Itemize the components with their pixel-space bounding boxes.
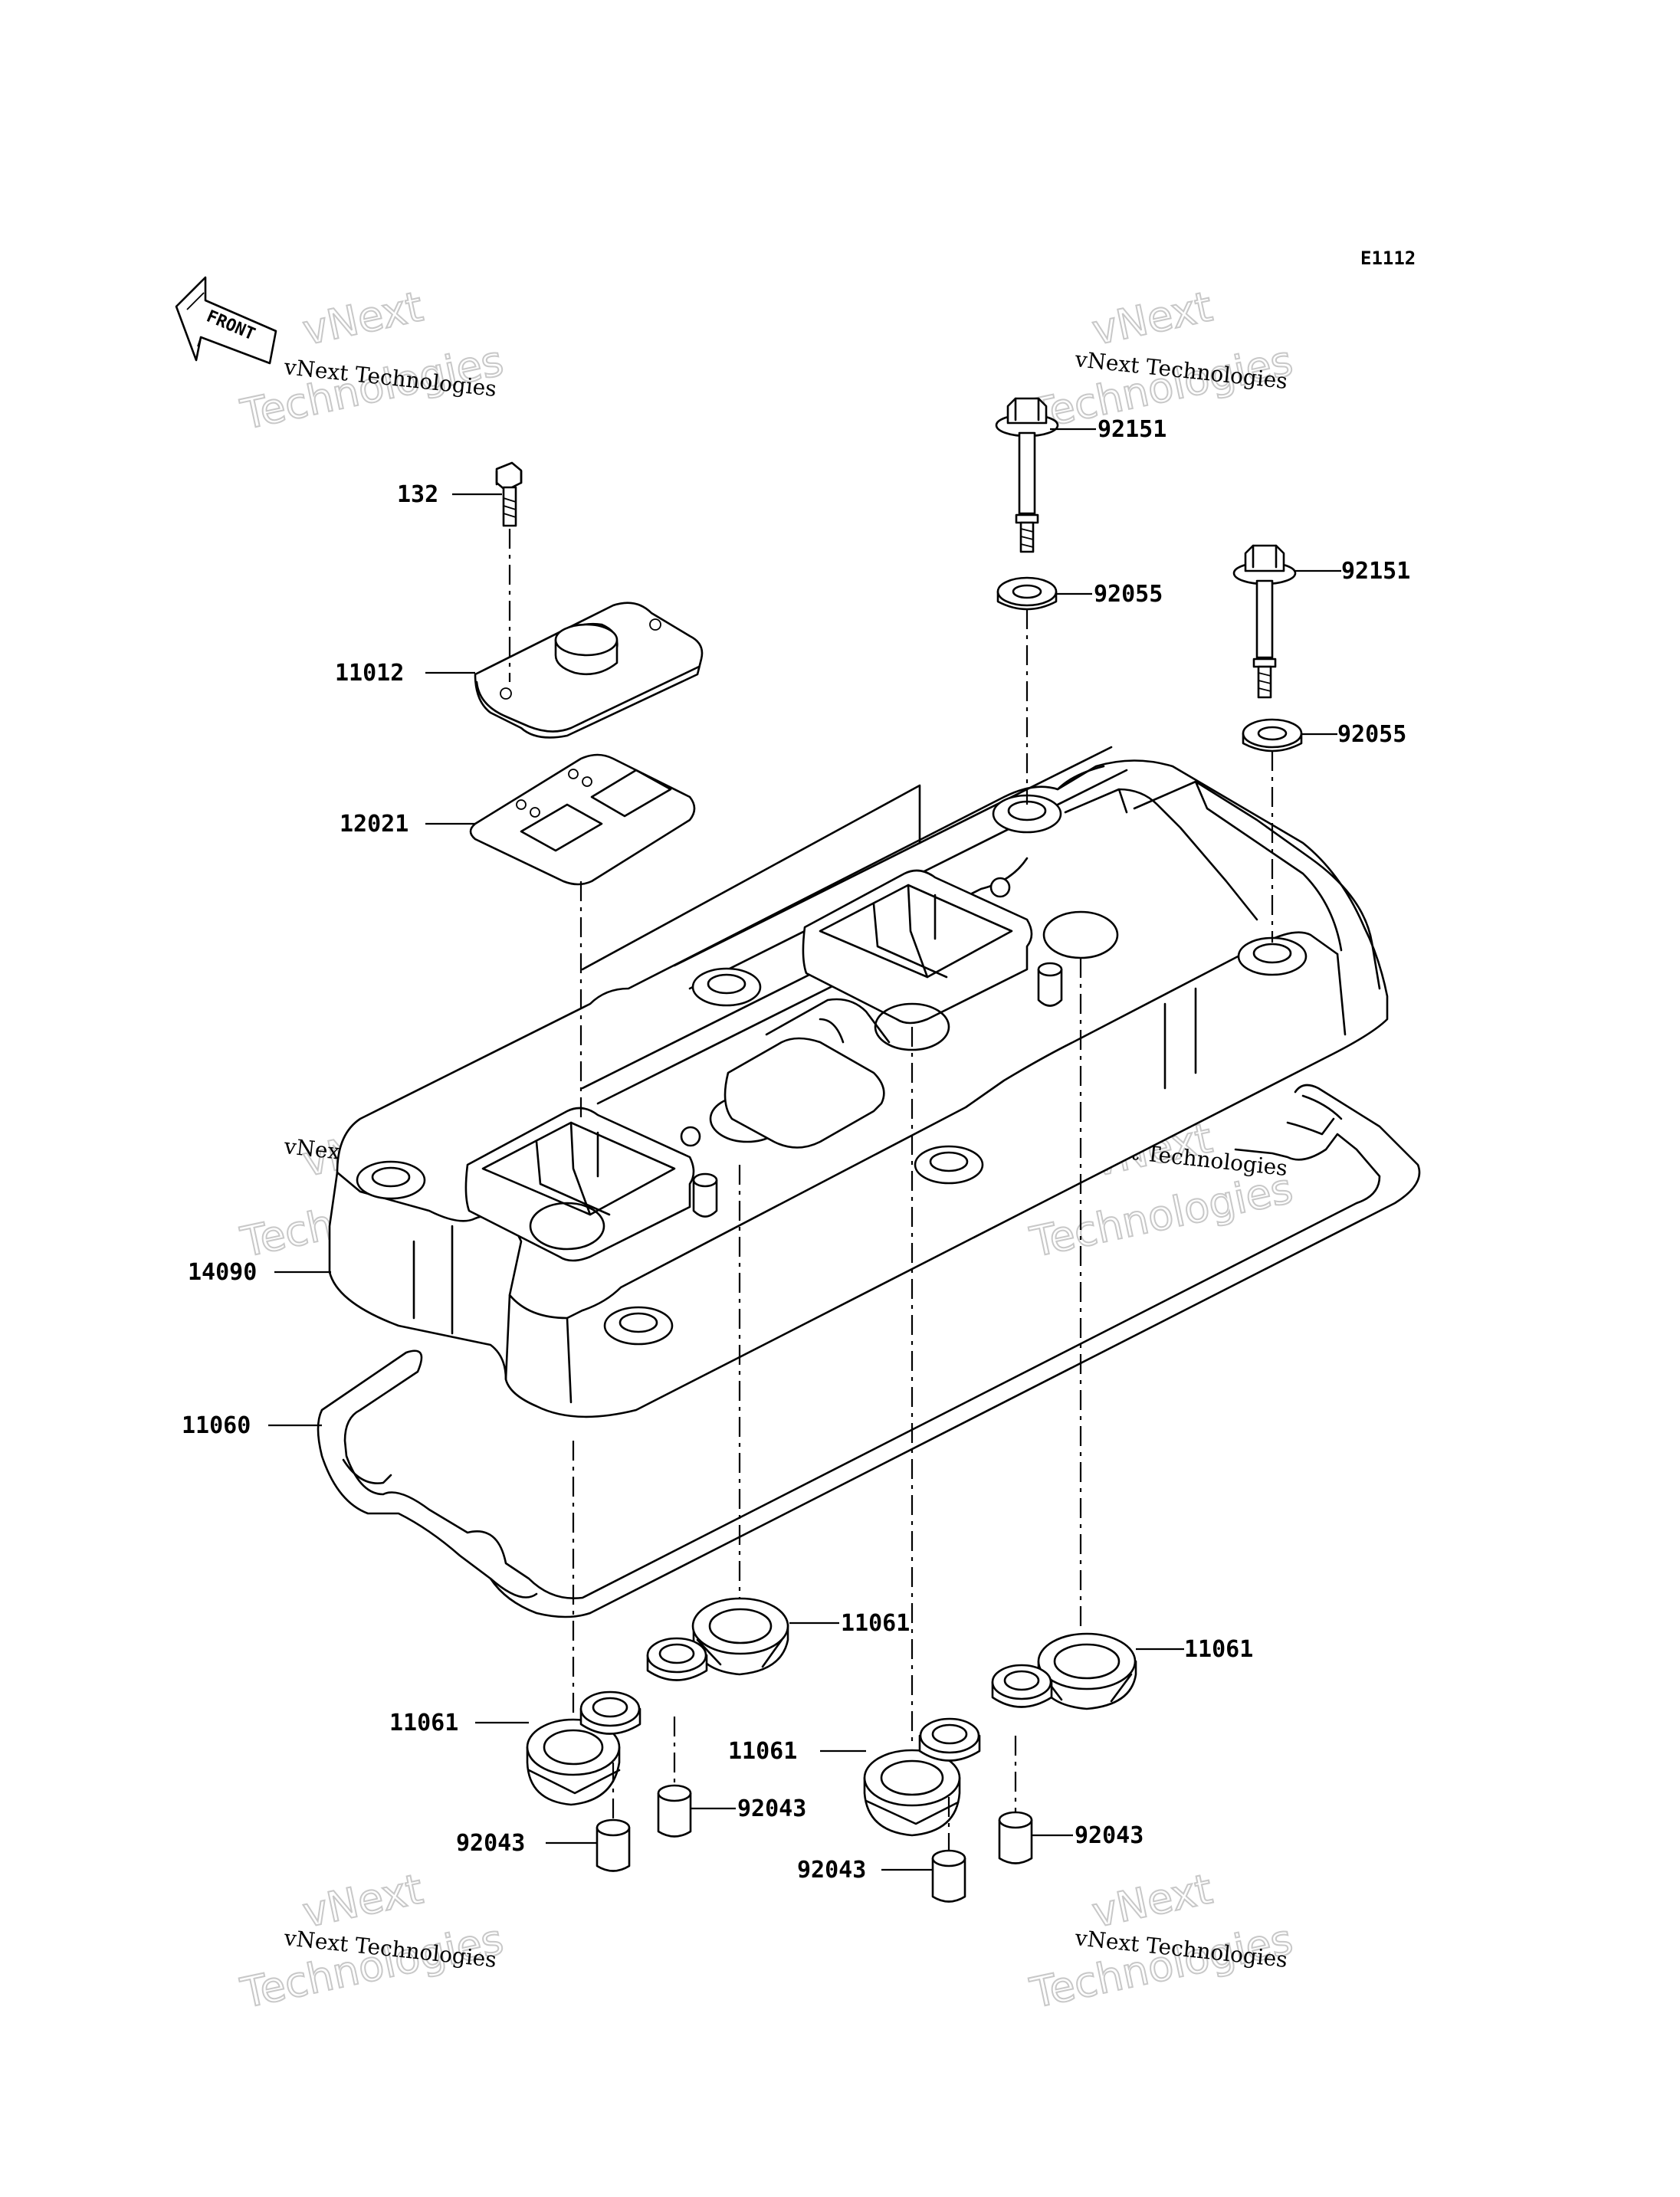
label-132: 132 xyxy=(397,481,438,508)
label-12021: 12021 xyxy=(340,811,409,838)
seal-ring-a xyxy=(579,1690,641,1735)
label-92055-b: 92055 xyxy=(1337,721,1406,748)
label-92151-a: 92151 xyxy=(1098,416,1166,443)
collar-92043-b xyxy=(657,1784,692,1838)
label-11061-a: 11061 xyxy=(389,1710,458,1736)
seal-ring-d xyxy=(991,1664,1053,1708)
gasket-11061-c xyxy=(863,1749,961,1837)
leader-lines xyxy=(268,428,1341,1871)
collar-92043-a xyxy=(596,1818,631,1872)
gasket-11061-a xyxy=(526,1718,621,1806)
svg-text:vNext: vNext xyxy=(299,282,427,354)
cover-breather-opening-rear xyxy=(802,869,1033,1025)
gasket-11061-b xyxy=(691,1597,789,1676)
breather-gasket-12021 xyxy=(469,753,696,886)
assembly-center-lines xyxy=(508,529,1274,1851)
front-arrow-icon: FRONT xyxy=(175,276,277,365)
washer-92055-b xyxy=(1242,718,1303,753)
label-11012: 11012 xyxy=(335,660,404,687)
gasket-11061-d xyxy=(1037,1632,1137,1710)
svg-text:vNext: vNext xyxy=(299,1864,427,1936)
label-92151-b: 92151 xyxy=(1341,558,1410,585)
label-92055-a: 92055 xyxy=(1094,581,1163,608)
seal-ring-c xyxy=(918,1717,981,1762)
svg-text:vNext: vNext xyxy=(1088,282,1216,354)
label-92043-b: 92043 xyxy=(737,1795,806,1822)
watermark-bottom-right: vNext Technologies vNext Technologies xyxy=(1025,1864,1298,2018)
watermark-bottom-left: vNext Technologies vNext Technologies xyxy=(236,1864,508,2018)
label-11061-b: 11061 xyxy=(841,1610,910,1637)
bolt-92151-a xyxy=(995,397,1059,553)
label-92043-d: 92043 xyxy=(1075,1822,1144,1849)
label-11061-c: 11061 xyxy=(728,1738,797,1765)
label-11061-d: 11061 xyxy=(1184,1636,1253,1663)
svg-text:vNext: vNext xyxy=(1088,1864,1216,1936)
bolt-132 xyxy=(495,461,523,527)
collar-92043-c xyxy=(931,1849,966,1903)
cover-bolt-bosses xyxy=(356,794,1308,1346)
label-92043-a: 92043 xyxy=(456,1830,525,1857)
head-cover-gasket-11060 xyxy=(317,1084,1421,1618)
label-14090: 14090 xyxy=(188,1259,257,1286)
label-11060: 11060 xyxy=(182,1412,251,1439)
collar-92043-d xyxy=(998,1811,1033,1864)
label-92043-c: 92043 xyxy=(797,1857,866,1884)
breather-cover-11012 xyxy=(474,602,704,739)
bolt-92151-b xyxy=(1232,544,1297,699)
seal-ring-b xyxy=(646,1637,708,1681)
washer-92055-a xyxy=(996,576,1058,611)
watermark-top-left: vNext Technologies vNext Technologies xyxy=(236,281,508,440)
diagram-code: E1112 xyxy=(1360,248,1416,269)
cover-breather-opening-front xyxy=(464,1107,701,1262)
